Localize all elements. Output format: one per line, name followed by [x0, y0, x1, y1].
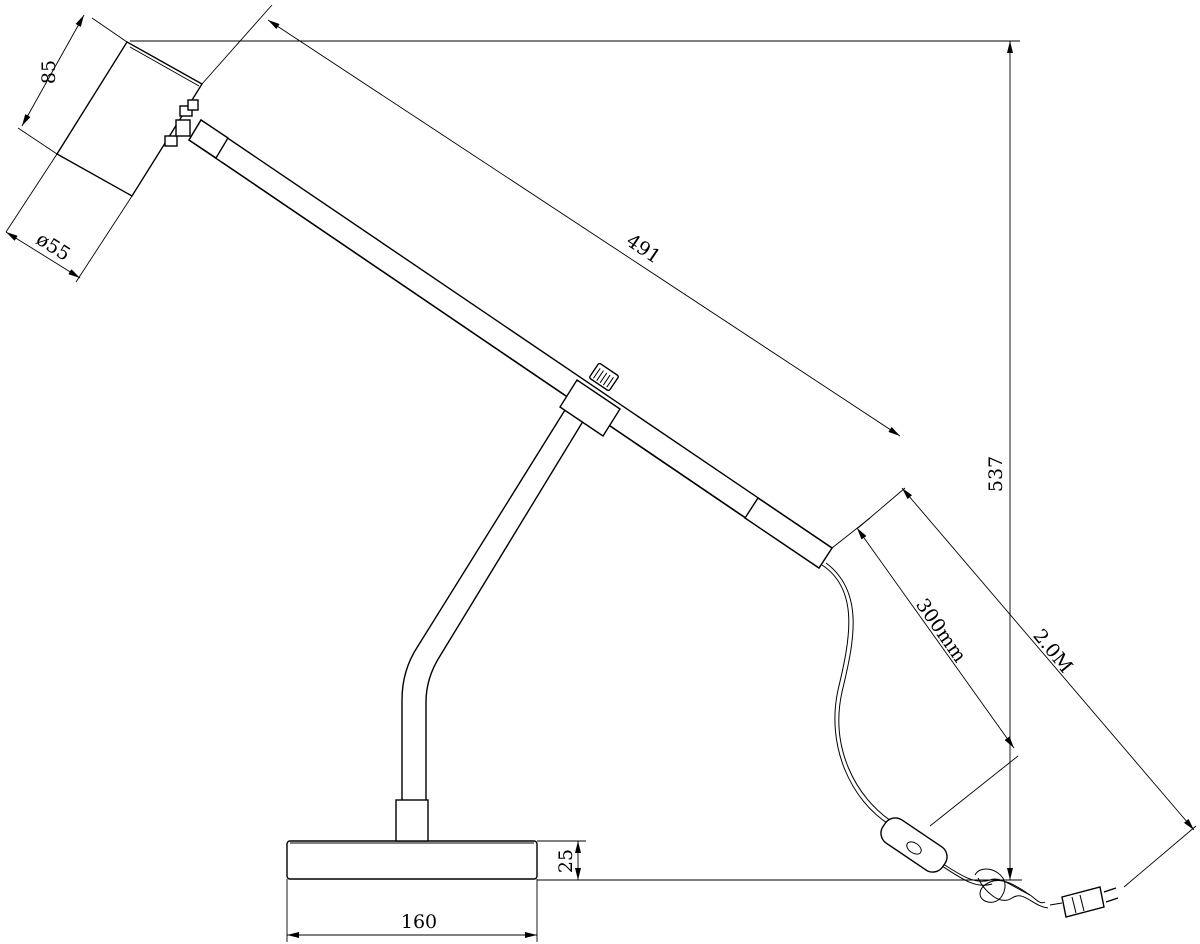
- dimension-label-total-height: 537: [985, 456, 1007, 492]
- dimension-switch-distance: 300mm: [831, 517, 1019, 827]
- dimension-base-width: 160: [286, 879, 538, 942]
- dimension-label-switch-distance: 300mm: [911, 595, 970, 667]
- dimension-label-base-width: 160: [401, 911, 437, 933]
- dimension-base-height: 25: [537, 840, 586, 880]
- lamp-stem: [401, 409, 586, 800]
- inline-switch: [880, 817, 948, 873]
- dimension-head-length: 85: [17, 14, 128, 155]
- dimension-label-head-diameter: ø55: [32, 228, 74, 266]
- cable-coil: [974, 868, 1049, 909]
- power-plug: [1049, 886, 1119, 918]
- dimension-label-cable-length: 2.0M: [1028, 625, 1076, 677]
- lamp-base: [286, 799, 538, 880]
- dimension-label-arm-length: 491: [622, 230, 664, 269]
- lamp-arm: [188, 119, 833, 569]
- dimension-label-head-length: 85: [38, 60, 60, 84]
- lamp-head: [56, 41, 203, 197]
- dimension-label-base-height: 25: [555, 849, 577, 873]
